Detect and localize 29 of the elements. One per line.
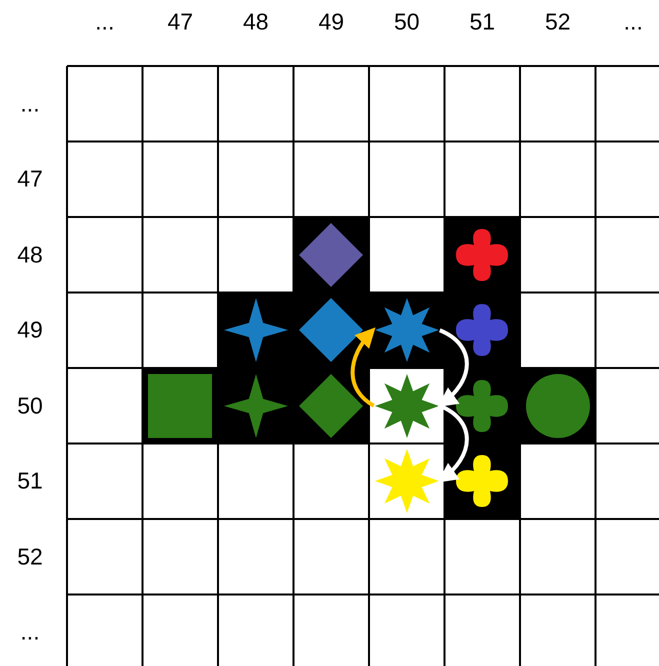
row-number: 49 [17,318,43,342]
column-number: 48 [242,10,269,34]
row-number: 51 [17,470,43,493]
row-number: 52 [17,545,43,568]
star-shape [374,374,439,438]
star-shape [224,298,288,362]
column-number: 50 [394,10,420,34]
column-number: 49 [318,10,344,34]
star-shape [374,449,439,514]
row-number: ... [20,92,40,116]
column-number: 47 [167,10,194,34]
diamond-shape [299,298,364,362]
column-number: ... [95,10,114,34]
column-number: 52 [544,10,571,34]
curved-arrow [350,327,376,408]
row-number: 48 [17,243,43,266]
curved-arrow [438,328,469,408]
column-number: ... [624,10,643,34]
diamond-shape [299,222,364,287]
curved-arrow [438,404,469,483]
square-shape [148,374,212,438]
star-shape [374,298,439,362]
diamond-shape [299,374,364,438]
circle-shape [526,374,590,438]
row-number: 47 [17,168,43,191]
star-shape [224,374,288,438]
row-number: ... [20,620,40,644]
column-number: 51 [469,10,496,34]
row-number: 50 [17,394,43,418]
